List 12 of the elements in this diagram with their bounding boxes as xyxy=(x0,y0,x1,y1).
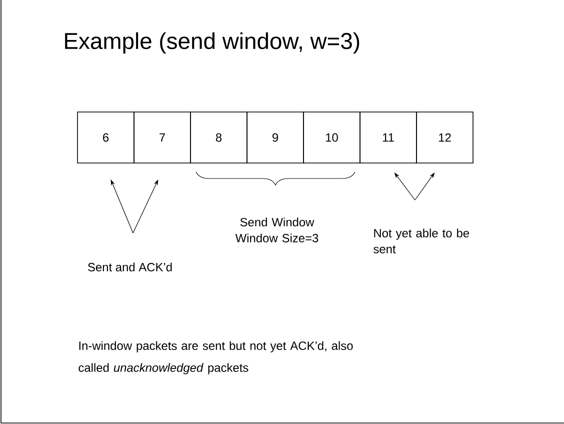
note-text: In-window packets are sent but not yet ACK’d, also called unacknowledged packets xyxy=(78,341,353,374)
annotation-text: Send Window Window Size=3 xyxy=(235,218,318,242)
packet-cell: 9 xyxy=(246,112,304,164)
title: Example (send window, w=3) xyxy=(65,32,360,54)
packet-cell: 10 xyxy=(303,112,360,164)
annotation-text: Not yet able to be sent xyxy=(374,228,470,254)
packet-cell: 12 xyxy=(416,112,474,164)
packet-cell: 8 xyxy=(190,112,248,164)
packet-cell: 11 xyxy=(360,112,417,164)
packet-cell: 6 xyxy=(77,112,134,164)
packet-cell: 7 xyxy=(134,112,191,164)
annotation-text: Sent and ACK’d xyxy=(88,262,172,272)
